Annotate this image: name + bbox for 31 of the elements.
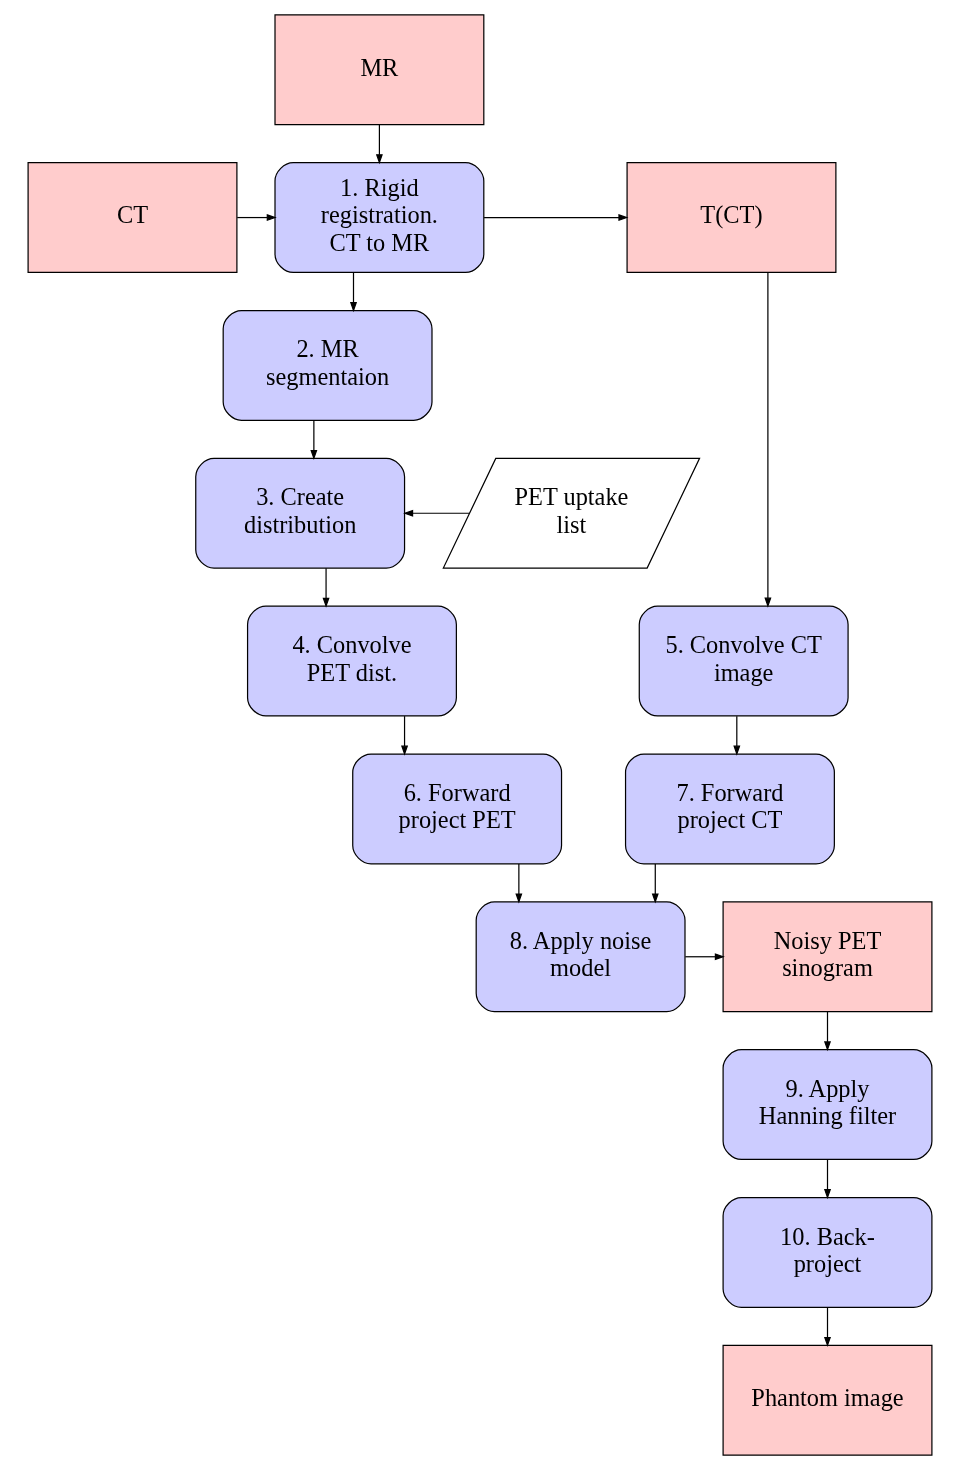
node-box: 7. Forward project CT: [624, 753, 835, 865]
arrow: [651, 863, 659, 904]
node-box: CT: [27, 162, 238, 274]
node-box: MR: [274, 14, 485, 126]
arrow: [823, 1159, 832, 1200]
node-box: 2. MR segmentaion: [222, 309, 433, 421]
node-box: 6. Forward project PET: [352, 753, 563, 865]
node-box: Phantom image: [722, 1344, 933, 1456]
arrow: [349, 272, 357, 313]
arrow: [375, 124, 383, 165]
node-box: 5. Convolve CT image: [638, 605, 849, 717]
node-box: 8. Apply noise model: [475, 901, 686, 1013]
arrow: [823, 1306, 832, 1348]
arrow: [403, 509, 470, 517]
arrow: [684, 953, 725, 961]
arrow: [823, 1011, 832, 1052]
arrow: [236, 214, 277, 222]
node-box: 10. Back-project: [722, 1196, 933, 1308]
node-box: 1. Rigid registration. CT to MR: [274, 162, 485, 274]
node-box: 3. Create distribution: [195, 457, 406, 569]
arrow: [733, 715, 741, 756]
arrow: [310, 419, 318, 460]
arrow: [515, 863, 523, 904]
arrow: [764, 272, 772, 608]
arrow: [322, 567, 330, 608]
node-box: 4. Convolve PET dist.: [246, 605, 457, 717]
node-box: Noisy PET sinogram: [722, 901, 933, 1013]
arrow: [401, 715, 409, 756]
node-box: T(CT): [626, 162, 837, 274]
node-box: 9. Apply Hanning filter: [722, 1049, 933, 1161]
arrow: [483, 214, 629, 222]
